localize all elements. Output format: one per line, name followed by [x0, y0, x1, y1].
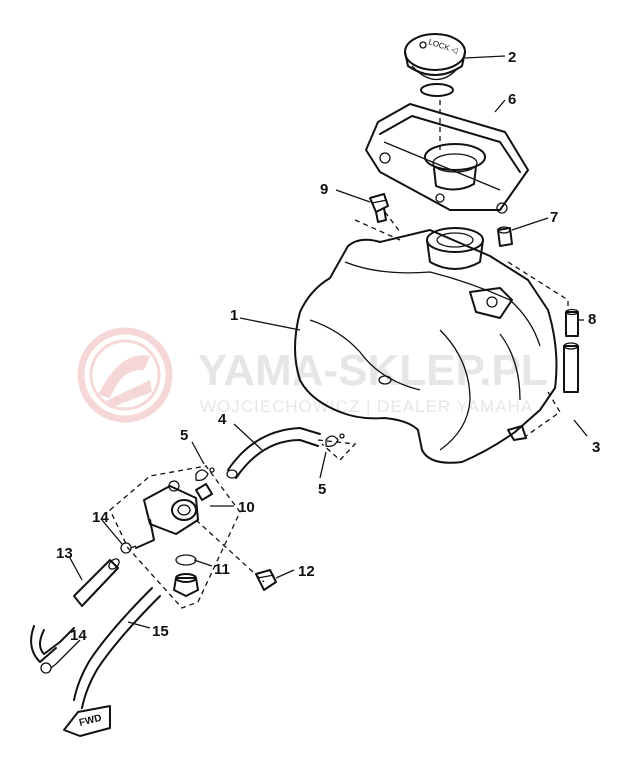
- leader-lines: [55, 55, 588, 665]
- callout-8: 8: [588, 311, 596, 328]
- callout-2: 2: [508, 49, 516, 66]
- screw-12: [255, 569, 277, 591]
- callout-6: 6: [508, 91, 516, 108]
- callout-12: 12: [298, 563, 315, 580]
- forward-arrow-label: FWD: [78, 713, 103, 729]
- callout-3: 3: [592, 439, 600, 456]
- tank-cover: [365, 103, 529, 214]
- watermark-subtitle: WOJCIECHOWICZ | DEALER YAMAHA: [200, 397, 533, 416]
- fuel-hose-15: [30, 587, 161, 709]
- callout-15: 15: [152, 623, 169, 640]
- yamaha-logo-watermark: [77, 327, 173, 423]
- fuel-cock-assembly: [109, 465, 265, 609]
- callout-5-upper: 5: [180, 427, 188, 444]
- fitting-7: [497, 226, 513, 247]
- callout-10: 10: [238, 499, 255, 516]
- hose-clamp-lower: [195, 467, 215, 482]
- drain-plug: [173, 554, 199, 597]
- callout-7: 7: [550, 209, 558, 226]
- fuel-cap: LOCK ◁: [404, 33, 466, 97]
- callout-14-lower: 14: [70, 627, 87, 644]
- cap-marking: LOCK ◁: [427, 37, 459, 55]
- watermark: YAMA-SKLEP.PL WOJCIECHOWICZ | DEALER YAM…: [77, 327, 548, 423]
- vent-hoses: [563, 308, 579, 393]
- callout-14-upper: 14: [92, 509, 109, 526]
- fuel-tank: [294, 100, 569, 464]
- callout-11: 11: [214, 561, 230, 578]
- watermark-brand: YAMA-SKLEP.PL: [198, 346, 548, 395]
- callout-13: 13: [56, 545, 73, 562]
- callout-5-lower: 5: [318, 481, 326, 498]
- callout-1: 1: [230, 307, 238, 324]
- hose-13: [73, 558, 120, 607]
- bolt-9: [369, 193, 389, 223]
- forward-arrow: FWD: [63, 705, 111, 737]
- callouts: 1 2 3 4 5 5 6 7 8 9 10 11 12 13 14 14 15: [56, 49, 600, 644]
- hose-clamp-14-upper: [120, 542, 137, 554]
- callout-4: 4: [218, 411, 227, 428]
- hose-clamp-14-lower: [40, 662, 57, 674]
- hose-clamp-upper: [325, 433, 345, 448]
- callout-9: 9: [320, 181, 328, 198]
